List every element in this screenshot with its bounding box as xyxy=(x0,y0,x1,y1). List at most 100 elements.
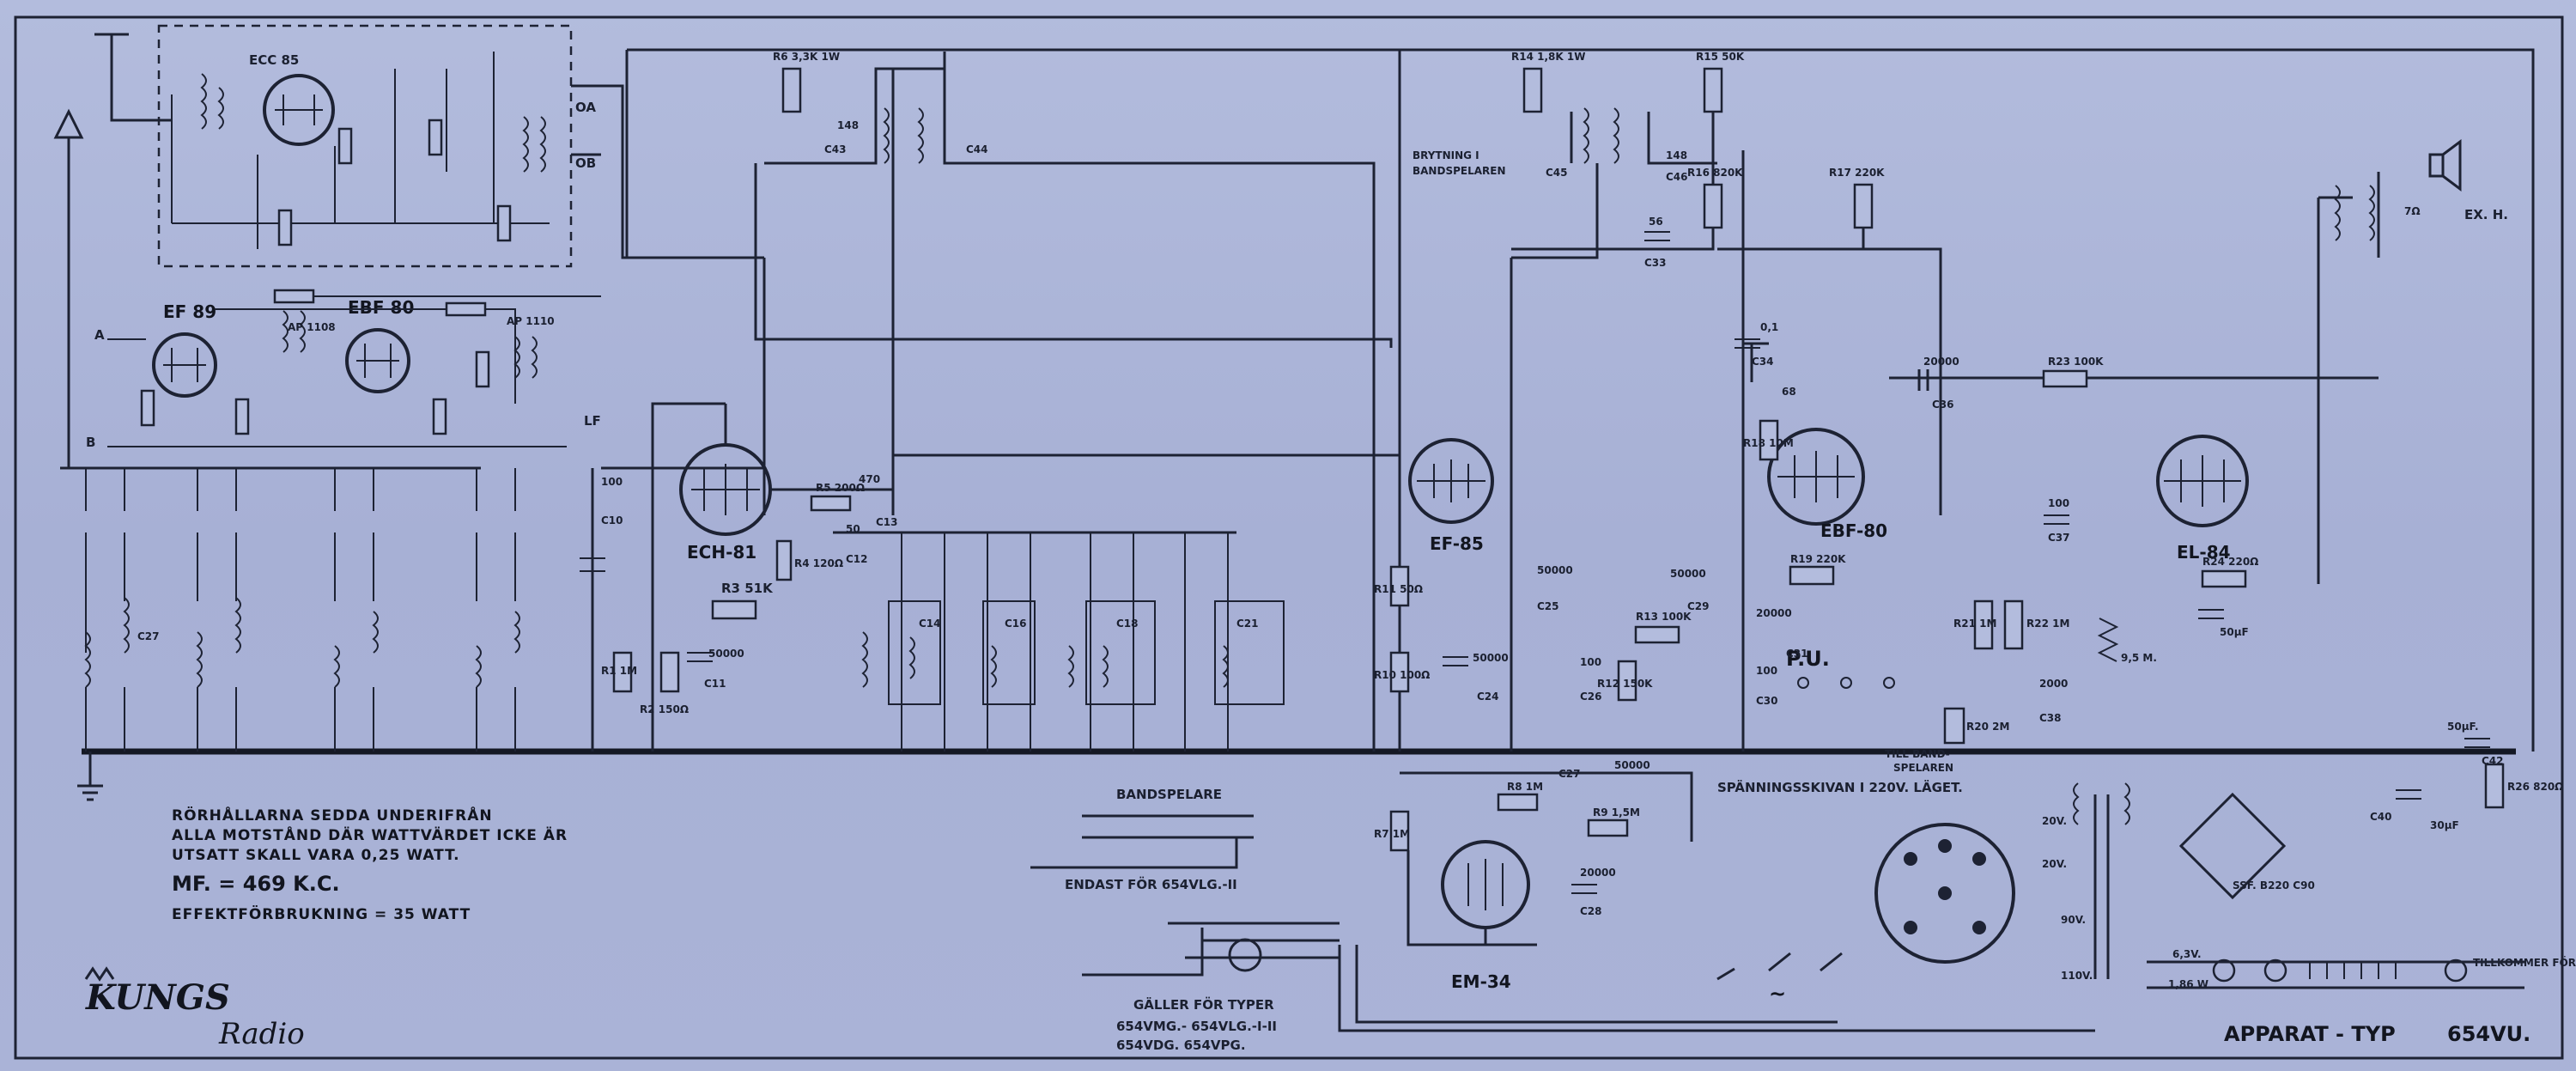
label-c34: C34 xyxy=(1752,356,1774,368)
type-label: APPARAT - TYP xyxy=(2224,1022,2396,1046)
label-c31: C31 xyxy=(1786,648,1808,660)
label-148-b: 148 xyxy=(1666,149,1687,161)
label-r23: R23 100K xyxy=(2048,356,2104,368)
voltage-selector-disc xyxy=(1874,823,2015,964)
label-c46: C46 xyxy=(1666,171,1688,183)
if-transformer-bank: 50 C12 C13 C14 C16 C18 C21 xyxy=(833,516,1285,752)
label-brytning1: BRYTNING I xyxy=(1413,149,1479,161)
tape-applies: GÄLLER FÖR TYPER xyxy=(1133,996,1274,1013)
label-c37: C37 xyxy=(2048,532,2070,544)
label-r20: R20 2M xyxy=(1966,721,2009,733)
label-50: 50 xyxy=(846,523,860,535)
label-r15: R15 50K xyxy=(1696,51,1745,63)
label-c44: C44 xyxy=(966,143,988,155)
label-r26: R26 820Ω xyxy=(2507,781,2563,793)
label-c45: C45 xyxy=(1546,167,1568,179)
note-power: EFFEKTFÖRBRUKNING = 35 WATT xyxy=(172,904,471,923)
label-ap1110: AP 1110 xyxy=(507,315,555,327)
label-470: 470 xyxy=(859,473,880,485)
ef89-label: EF 89 xyxy=(163,301,216,322)
coil-bank-left: C27 xyxy=(84,532,520,752)
rectifier-bridge xyxy=(2178,792,2287,900)
type-value: 654VU. xyxy=(2447,1022,2530,1046)
label-r21: R21 1M xyxy=(1953,618,1996,630)
label-0-1: 0,1 xyxy=(1760,321,1778,333)
label-c11: C11 xyxy=(704,678,726,690)
tape-recorder-block: BANDSPELARE ENDAST FÖR 654VLG.-II GÄLLER… xyxy=(1030,787,1340,1053)
label-r5: R5 200Ω xyxy=(816,482,865,494)
antenna-symbol xyxy=(53,108,84,468)
note-line3: UTSATT SKALL VARA 0,25 WATT. xyxy=(172,847,460,864)
lamp-voltage: 6,3V. xyxy=(2172,948,2202,960)
label-ob: OB xyxy=(575,155,596,171)
label-100-c26: 100 xyxy=(1580,656,1601,668)
note-mf: MF. = 469 K.C. xyxy=(172,872,340,896)
label-c40: C40 xyxy=(2370,811,2392,823)
label-68: 68 xyxy=(1782,386,1796,398)
label-c29: C29 xyxy=(1687,600,1710,612)
rf-tuner-box xyxy=(157,24,573,268)
label-100-c30: 100 xyxy=(1756,665,1777,677)
voltage-note: SPÄNNINGSSKIVAN I 220V. LÄGET. xyxy=(1717,779,1963,795)
label-100-c37: 100 xyxy=(2048,497,2069,509)
label-r22: R22 1M xyxy=(2026,618,2069,630)
label-20v-a: 20V. xyxy=(2042,815,2067,827)
label-oa: OA xyxy=(575,100,596,115)
label-20000-c31: 20000 xyxy=(1756,607,1792,619)
label-90v: 90V. xyxy=(2061,914,2086,926)
ecc85-label: ECC 85 xyxy=(249,52,299,68)
b-plus-rail xyxy=(627,48,2535,752)
label-r9: R9 1,5M xyxy=(1593,806,1640,818)
tape-types1: 654VMG.- 654VLG.-I-II xyxy=(1116,1019,1277,1034)
label-r8: R8 1M xyxy=(1507,781,1543,793)
label-r14: R14 1,8K 1W xyxy=(1511,51,1585,63)
label-r2: R2 150Ω xyxy=(640,703,689,715)
drawing-border xyxy=(14,15,2564,1060)
rectifier-label: SSF. B220 C90 xyxy=(2233,879,2315,891)
label-c36: C36 xyxy=(1932,399,1954,411)
label-148-a: 148 xyxy=(837,119,859,131)
ecc85-tube xyxy=(263,74,335,146)
label-r4: R4 120Ω xyxy=(794,557,843,569)
el84-tube xyxy=(2156,435,2249,527)
label-a: A xyxy=(94,327,105,343)
label-20000-c28: 20000 xyxy=(1580,867,1616,879)
logo-sub: Radio xyxy=(218,1017,305,1051)
notes-block: RÖRHÅLLARNA SEDDA UNDERIFRÅN ALLA MOTSTÅ… xyxy=(172,805,568,923)
label-till-band2: SPELAREN xyxy=(1893,762,1953,774)
label-7-ohm: 7Ω xyxy=(2404,205,2421,217)
em34-label: EM-34 xyxy=(1451,971,1511,992)
note-line2: ALLA MOTSTÅND DÄR WATTVÄRDET ICKE ÄR xyxy=(172,825,568,844)
label-pu: P.U. xyxy=(1786,647,1830,671)
mains-ac-symbol: ~ xyxy=(1769,982,1786,1006)
label-r12: R12 150K xyxy=(1597,678,1653,690)
label-r11: R11 50Ω xyxy=(1374,583,1423,595)
label-9-5m: 9,5 M. xyxy=(2121,652,2157,664)
label-56: 56 xyxy=(1649,216,1663,228)
label-r1: R1 1M xyxy=(601,665,637,677)
tape-only-for: ENDAST FÖR 654VLG.-II xyxy=(1065,876,1237,892)
ebf80-det-tube xyxy=(1767,428,1865,526)
label-50000-c24: 50000 xyxy=(1473,652,1509,664)
label-c33: C33 xyxy=(1644,257,1667,269)
ebf80-if-label: EBF 80 xyxy=(348,297,414,318)
tape-header: BANDSPELARE xyxy=(1116,787,1222,802)
label-c16: C16 xyxy=(1005,618,1027,630)
label-100: 100 xyxy=(601,476,623,488)
label-c30: C30 xyxy=(1756,695,1778,707)
ebf80-det-label: EBF-80 xyxy=(1820,520,1887,541)
label-c14: C14 xyxy=(919,618,941,630)
tape-types2: 654VDG. 654VPG. xyxy=(1116,1038,1246,1053)
speaker-symbol xyxy=(2428,139,2462,192)
label-20000-c36: 20000 xyxy=(1923,356,1959,368)
label-c26: C26 xyxy=(1580,691,1602,703)
label-50000-c27: 50000 xyxy=(1614,759,1650,771)
ebf80-if-tube xyxy=(345,328,410,393)
title-block: APPARAT - TYP 654VU. xyxy=(2224,1022,2530,1046)
label-20v-b: 20V. xyxy=(2042,858,2067,870)
ech81-label: ECH-81 xyxy=(687,542,756,563)
label-r6: R6 3,3K 1W xyxy=(773,51,840,63)
label-50000-c25: 50000 xyxy=(1537,564,1573,576)
logo-brand: KUNGS xyxy=(85,977,230,1018)
